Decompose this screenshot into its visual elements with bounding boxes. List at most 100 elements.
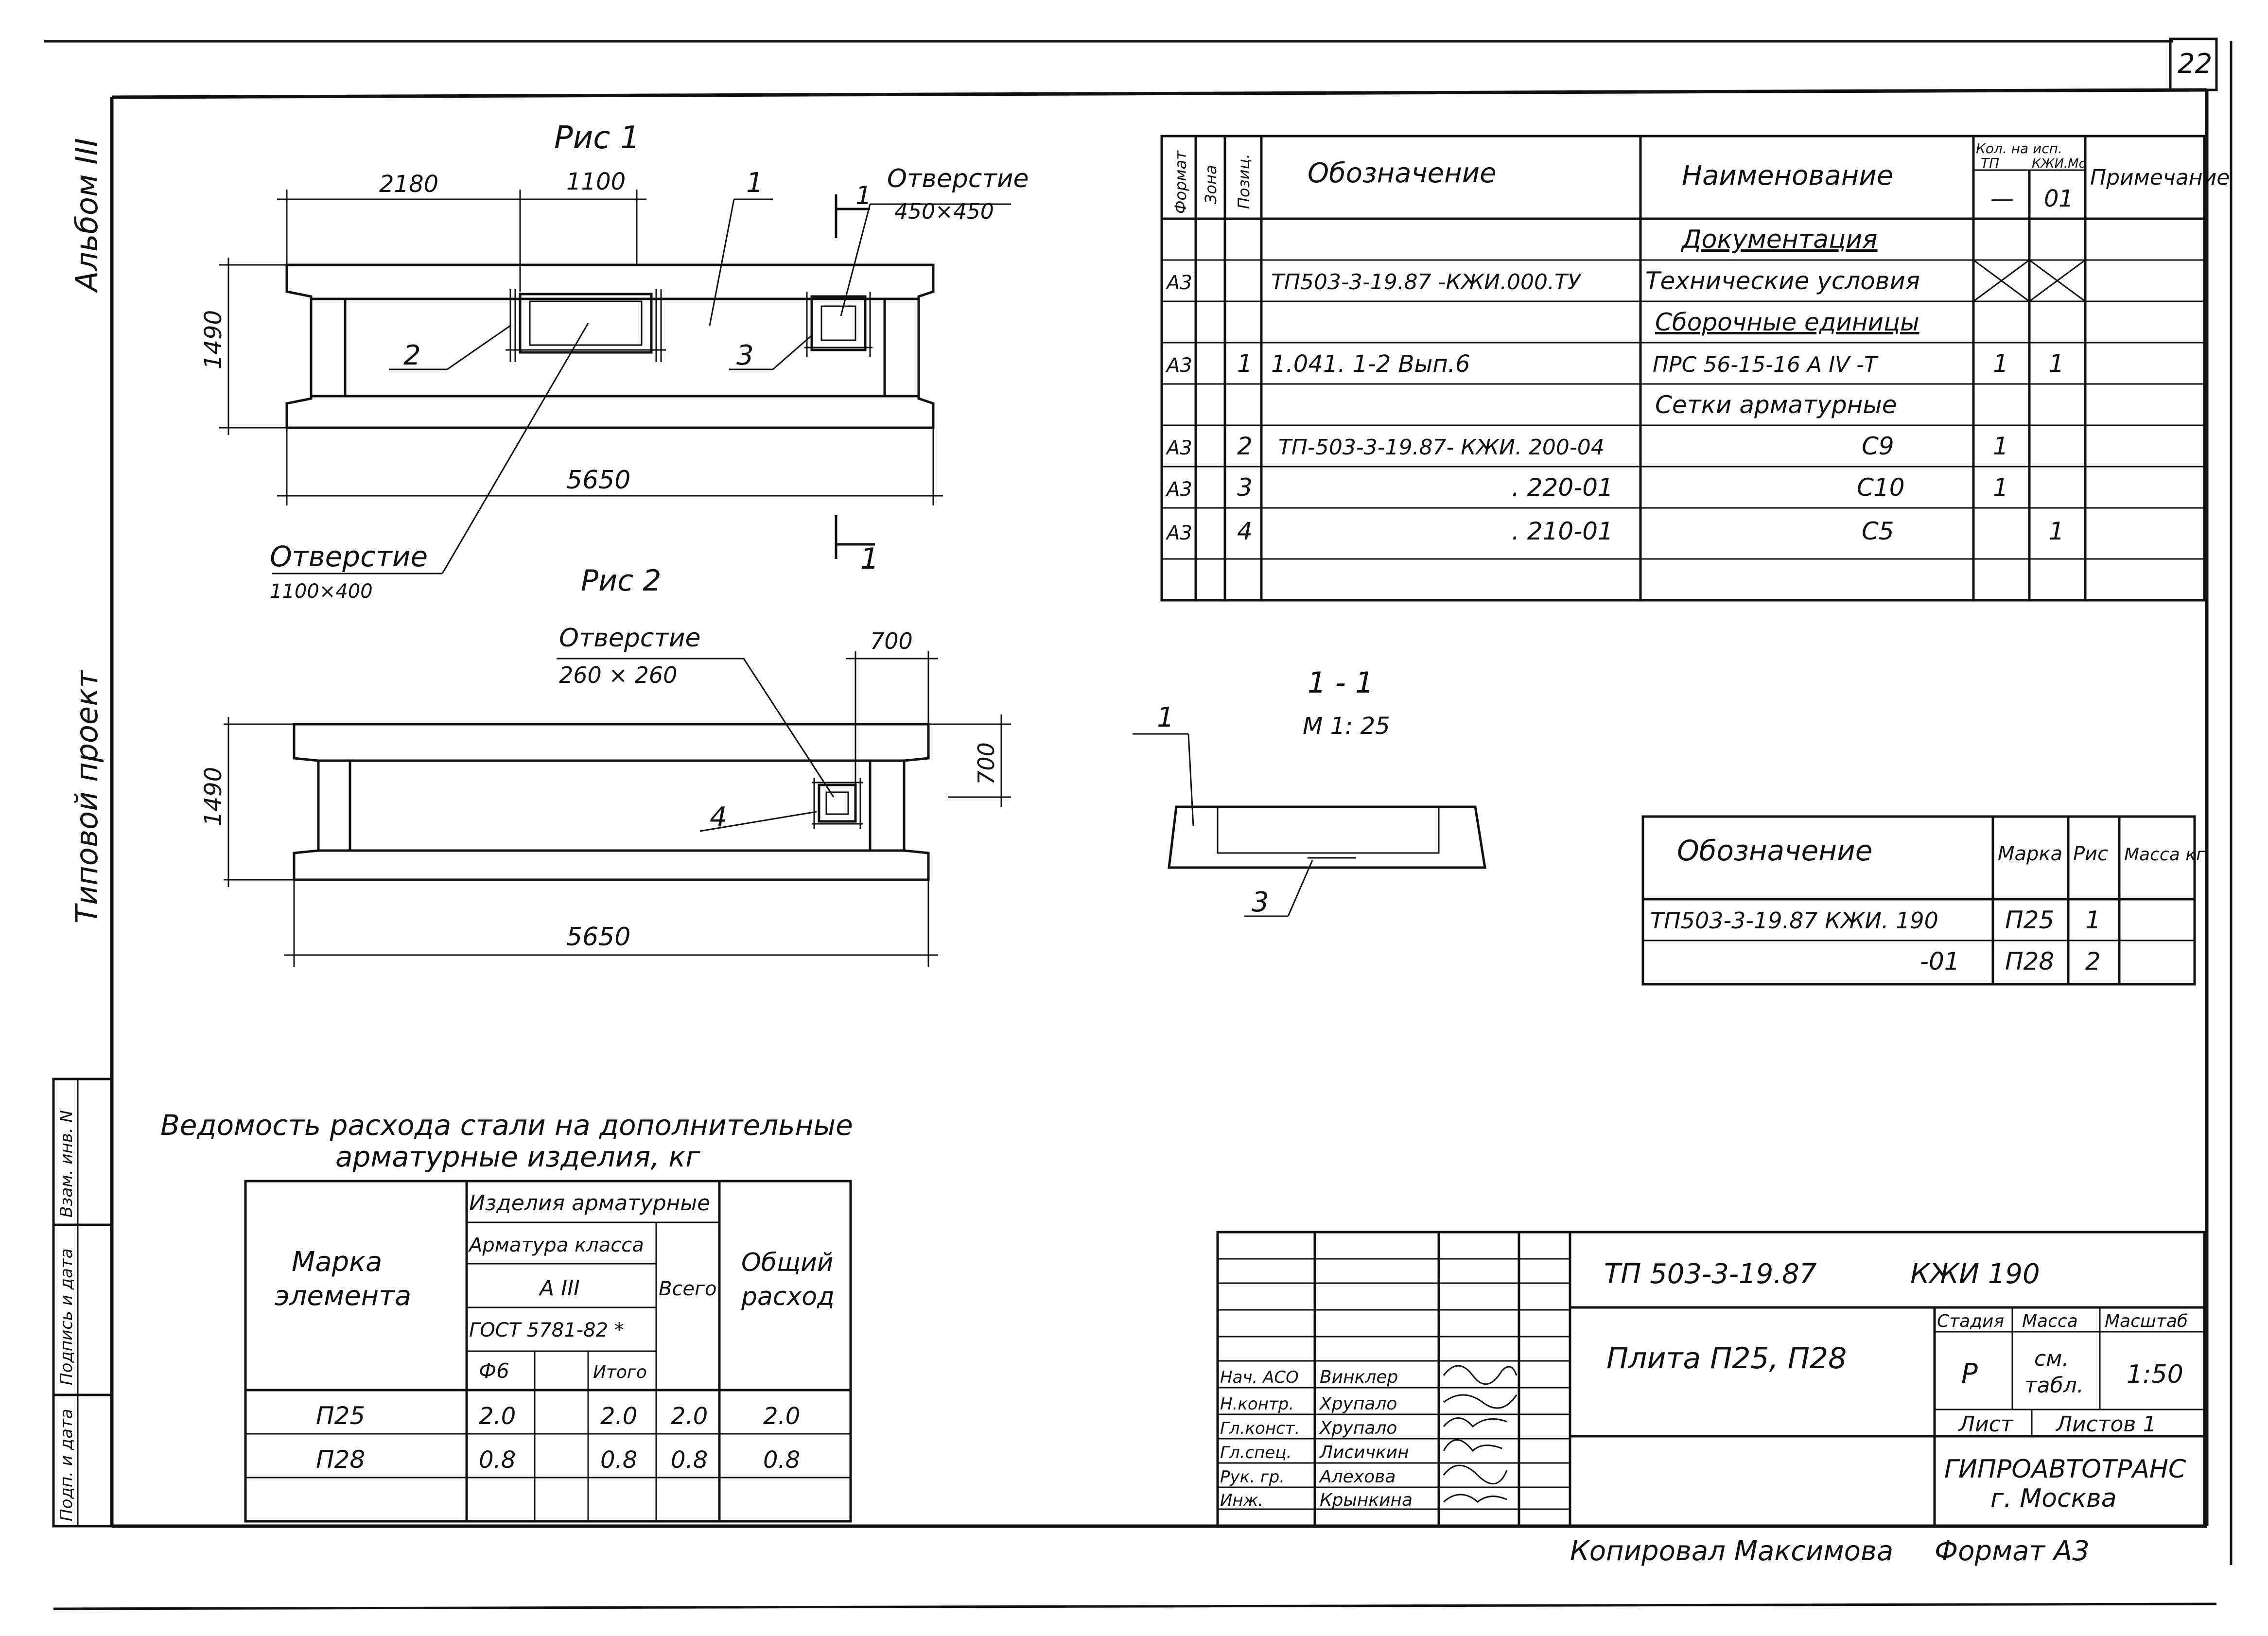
spec-h-qty-dash: — (1990, 185, 2014, 212)
tb-mass2: табл. (2024, 1373, 2084, 1398)
marks-h-mass: Масса кг (2124, 845, 2206, 865)
fig1-section-mark-top: 1 (855, 181, 872, 210)
fig2-callout-4: 4 (710, 801, 727, 833)
fig1-dim-2180: 2180 (379, 171, 438, 198)
marks-row-mark: П25 (2005, 906, 2054, 934)
spec-row-name: Сборочные единицы (1655, 308, 1919, 336)
tb-mass-h: Масса (2022, 1311, 2078, 1331)
spec-row-designation: ТП503-3-19.87 -КЖИ.000.ТУ (1271, 270, 1582, 295)
spec-row-name: С5 (1862, 517, 1894, 545)
spec-row-q1: 1 (1993, 432, 2008, 460)
spec-h-format: Формат (1171, 150, 1190, 214)
fig1-dim-1490: 1490 (200, 310, 227, 369)
spec-row-name: Технические условия (1645, 267, 1920, 295)
left-stamp-c3: Взам. инв. N (57, 1110, 76, 1218)
fig1-hole-big (506, 289, 666, 362)
fig2-dim-700b: 700 (973, 742, 999, 785)
fig2-dim-5650: 5650 (566, 922, 630, 952)
fig1-hole-small-label: Отверстие (887, 164, 1029, 193)
left-stamp-c2: Подпись и дата (57, 1248, 76, 1385)
tb-role: Н.контр. (1220, 1394, 1294, 1414)
marks-row-designation: ТП503-3-19.87 КЖИ. 190 (1650, 907, 1938, 934)
steel-h-mark1: Марка (292, 1246, 382, 1278)
fig1-callout-2: 2 (403, 340, 421, 371)
fig1-leaders (272, 194, 1011, 574)
spec-row-designation: ТП-503-3-19.87- КЖИ. 200-04 (1278, 435, 1605, 460)
section-callout-3: 3 (1252, 887, 1269, 918)
steel-row-mark: П28 (316, 1445, 365, 1474)
spec-row-pos: 3 (1237, 473, 1253, 502)
spec-h-pos: Позиц. (1235, 154, 1253, 209)
steel-title-2: арматурные изделия, кг (335, 1140, 700, 1173)
steel-h-class: Арматура класса (468, 1234, 644, 1256)
spec-row-name: С10 (1857, 473, 1905, 502)
marks-row-fig: 2 (2085, 947, 2101, 975)
tb-role: Гл.спец. (1220, 1443, 1291, 1462)
tb-person: Алехова (1319, 1467, 1396, 1487)
section-scale: М 1: 25 (1303, 713, 1390, 740)
tb-person: Винклер (1320, 1367, 1398, 1387)
tb-org1: ГИПРОАВТОТРАНС (1944, 1455, 2186, 1484)
tb-role: Инж. (1220, 1491, 1263, 1510)
fig2-hole-size: 260 × 260 (559, 662, 677, 688)
tb-role: Рук. гр. (1220, 1467, 1285, 1487)
fig1-hole-small-size: 450×450 (894, 199, 994, 224)
spec-h-qty: Кол. на исп. (1976, 140, 2062, 157)
fig1-hole-big-label: Отверстие (270, 540, 428, 573)
spec-row-q2: 1 (2049, 517, 2064, 545)
steel-row-general: 2.0 (763, 1403, 800, 1430)
steel-row-total: 2.0 (600, 1403, 637, 1430)
fig2-hole (812, 778, 863, 829)
fig1-slab (285, 263, 935, 429)
fig1-hole-small (804, 292, 872, 357)
spec-row-pos: 2 (1237, 432, 1253, 460)
sheet-number: 22 (2178, 48, 2212, 80)
tb-sheet: Лист (1958, 1412, 2014, 1437)
fig1-callout-3: 3 (736, 340, 754, 371)
tb-name: Плита П25, П28 (1606, 1341, 1847, 1375)
steel-row-total: 0.8 (600, 1446, 637, 1474)
section-drawing (1133, 733, 1486, 917)
signatures (1443, 1365, 1518, 1503)
spec-h-zone: Зона (1202, 165, 1220, 204)
steel-row-general: 0.8 (763, 1446, 800, 1474)
fig1-dim-5650: 5650 (566, 466, 630, 495)
steel-row-d6: 0.8 (479, 1446, 516, 1474)
steel-h-general1: Общий (741, 1248, 834, 1277)
spec-row-format: А3 (1165, 272, 1192, 294)
steel-h-a3: А III (538, 1276, 580, 1301)
tb-person: Хрупало (1319, 1418, 1397, 1438)
tb-mass1: см. (2034, 1346, 2069, 1371)
tb-role: Гл.конст. (1220, 1419, 1300, 1438)
steel-table-grid (244, 1180, 852, 1523)
marks-row-fig: 1 (2085, 906, 2101, 934)
tb-code: ТП 503-3-19.87 (1604, 1258, 1817, 1290)
section-callout-1: 1 (1157, 702, 1174, 733)
fig2-dimensions (224, 651, 1011, 967)
marks-h-mark: Марка (1998, 843, 2062, 865)
spec-row-format: А3 (1165, 437, 1192, 459)
steel-h-mark2: элемента (275, 1280, 411, 1312)
fig1-section-mark-bottom: 1 (860, 542, 879, 576)
fig2-title: Рис 2 (581, 564, 661, 598)
steel-row-all: 0.8 (671, 1446, 708, 1474)
marks-row-mark: П28 (2005, 947, 2054, 975)
fig2-hole-label: Отверстие (559, 624, 701, 653)
fig2-dim-700a: 700 (870, 628, 913, 654)
spec-row-q2: 1 (2049, 349, 2064, 378)
album-caption: Альбом III (69, 138, 105, 294)
steel-title-1: Ведомость расхода стали на дополнительны… (160, 1109, 853, 1142)
spec-row-designation: . 220-01 (1512, 473, 1613, 502)
spec-row-designation: 1.041. 1-2 Вып.6 (1271, 350, 1470, 378)
tb-stage-h: Стадия (1937, 1311, 2004, 1331)
spec-table-grid (1160, 135, 2206, 602)
section-title: 1 - 1 (1308, 666, 1374, 700)
spec-h-note: Примечание (2090, 165, 2230, 190)
tb-person: Хрупало (1319, 1394, 1397, 1414)
title-block-grid (1216, 1231, 2206, 1528)
left-stamp (52, 1078, 113, 1528)
spec-h-name: Наименование (1682, 160, 1893, 191)
fig2-leaders (557, 658, 835, 832)
tb-scale: 1:50 (2127, 1360, 2183, 1389)
steel-row-d6: 2.0 (479, 1403, 516, 1430)
